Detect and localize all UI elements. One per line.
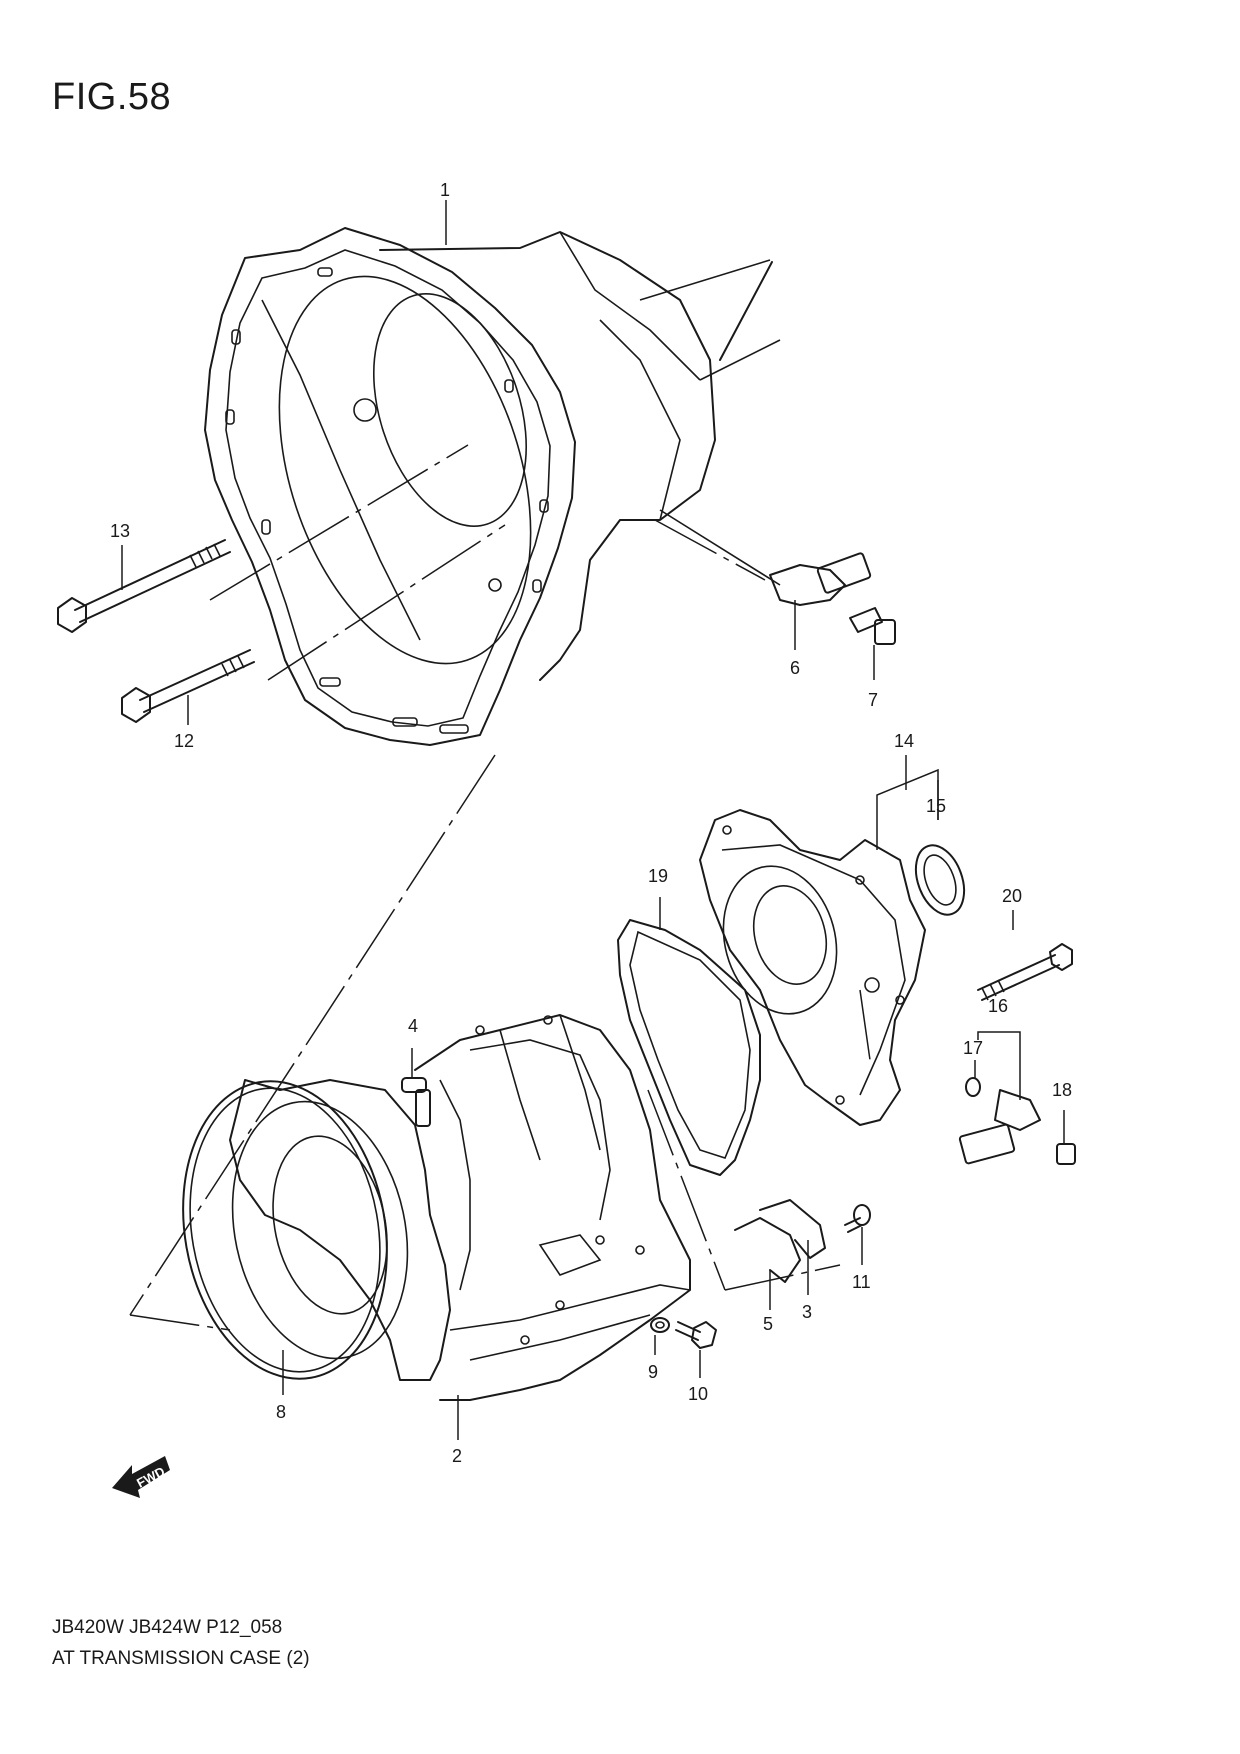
callout-labels: 1 2 3 4 5 6 7 8 9 10 11 12 13 14 15 16 1… [110,180,1072,1466]
callout-8: 8 [276,1402,286,1422]
leader-lines [121,200,1065,1440]
converter-housing-drawing [204,227,781,746]
callout-17: 17 [963,1038,983,1058]
oil-seal-drawing [914,844,966,916]
bolts-long-drawing [57,539,255,723]
callout-16: 16 [988,996,1008,1016]
alignment-lines [129,444,871,1331]
callout-11: 11 [852,1272,871,1292]
footer-caption: AT TRANSMISSION CASE (2) [52,1648,310,1669]
callout-12: 12 [174,731,194,751]
callout-5: 5 [763,1314,773,1334]
washer-bolt-drawing [650,1317,717,1349]
footer-code: JB420W JB424W P12_058 [52,1617,283,1638]
transmission-case-drawing [182,1014,691,1401]
bracket-drawing [734,1199,871,1283]
callout-10: 10 [688,1384,708,1404]
sensor-lower-drawing [958,1077,1076,1165]
callout-4: 4 [408,1016,418,1036]
sensor-upper-drawing [659,509,896,645]
callout-6: 6 [790,658,800,678]
bolt-20-drawing [977,943,1073,1001]
callout-13: 13 [110,521,130,541]
callout-7: 7 [868,690,878,710]
fwd-label: FWD [134,1464,167,1491]
callout-1: 1 [440,180,450,200]
callout-20: 20 [1002,886,1022,906]
callout-15: 15 [926,796,946,816]
callout-19: 19 [648,866,668,886]
callout-3: 3 [802,1302,812,1322]
callout-9: 9 [648,1362,658,1382]
callout-18: 18 [1052,1080,1072,1100]
callout-14: 14 [894,731,914,751]
plug-4-drawing [401,1077,431,1127]
callout-2: 2 [452,1446,462,1466]
fwd-arrow-icon: FWD [112,1456,170,1498]
figure-title: FIG.58 [52,76,172,118]
gasket-drawing [617,919,761,1176]
extension-case-drawing [699,809,926,1126]
